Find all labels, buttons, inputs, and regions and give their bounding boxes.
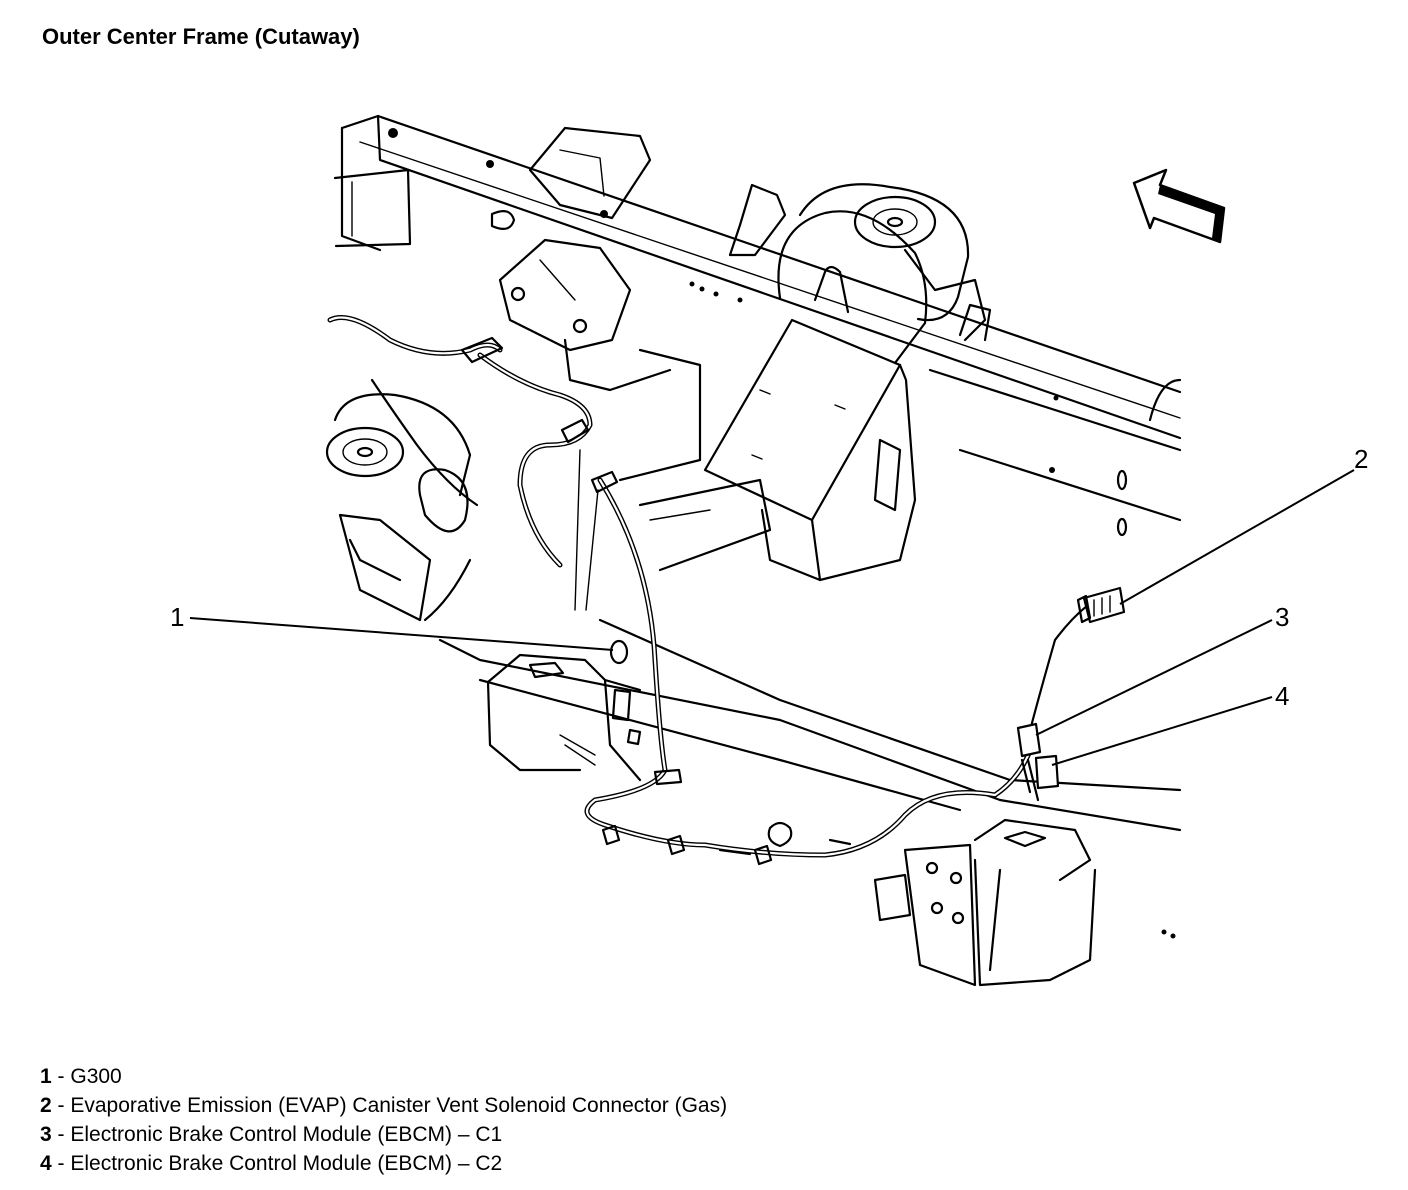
legend-item-1: 1 - G300: [40, 1062, 727, 1091]
legend-item-3: 3 - Electronic Brake Control Module (EBC…: [40, 1120, 727, 1149]
callout-1: 1: [170, 602, 614, 651]
center-crossmember-bracket: [498, 238, 672, 392]
evap-connector: [1076, 586, 1126, 624]
upper-bracket: [528, 126, 652, 220]
legend-item-2: 2 - Evaporative Emission (EVAP) Canister…: [40, 1091, 727, 1120]
lower-frame-rail: [438, 478, 1182, 856]
legend-separator: -: [57, 1094, 71, 1117]
legend-number: 3: [40, 1123, 52, 1146]
legend-number: 4: [40, 1152, 52, 1175]
legend-number: 1: [40, 1065, 52, 1088]
left-coil-mount: [325, 393, 472, 622]
legend-separator: -: [57, 1152, 71, 1175]
legend-label: Evaporative Emission (EVAP) Canister Ven…: [70, 1094, 728, 1117]
legend-item-4: 4 - Electronic Brake Control Module (EBC…: [40, 1149, 727, 1178]
wiring-harness: [327, 315, 1117, 866]
callout-4: 4: [1051, 681, 1289, 766]
legend-number: 2: [40, 1094, 52, 1117]
center-mount-plate: [618, 318, 917, 582]
forward-direction-arrow-icon: [1132, 168, 1226, 244]
right-side-rail: [928, 368, 1182, 537]
legend-label: Electronic Brake Control Module (EBCM) –…: [70, 1152, 503, 1175]
diagram-title: Outer Center Frame (Cutaway): [42, 24, 360, 49]
callout-3-number: 3: [1275, 602, 1289, 632]
g300-ground-eyelet: [609, 639, 629, 665]
legend-separator: -: [57, 1065, 71, 1088]
upper-frame-rail: [333, 114, 1182, 440]
legend-label: G300: [70, 1065, 122, 1088]
lower-right-box-mount: [873, 818, 1176, 987]
callout-2-number: 2: [1354, 444, 1368, 474]
legend-label: Electronic Brake Control Module (EBCM) –…: [70, 1123, 503, 1146]
lower-left-box-mount: [486, 653, 642, 782]
callout-3: 3: [1035, 602, 1289, 736]
callout-2: 2: [1119, 444, 1368, 605]
right-coil-mount: [728, 183, 992, 365]
callout-legend: 1 - G300 2 - Evaporative Emission (EVAP)…: [40, 1062, 727, 1178]
legend-separator: -: [57, 1123, 71, 1146]
callout-1-number: 1: [170, 602, 184, 632]
callout-4-number: 4: [1275, 681, 1289, 711]
